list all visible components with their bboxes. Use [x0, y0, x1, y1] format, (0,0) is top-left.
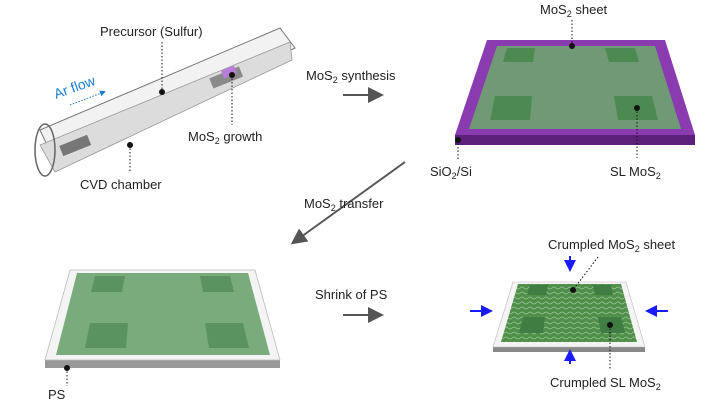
sio2-si-label: SiO2/Si: [430, 164, 472, 181]
transfer-arrow: [290, 161, 406, 245]
shrunk-ps-substrate: [492, 281, 646, 352]
sio2-si-substrate: [455, 40, 695, 145]
sheet-dot: [569, 43, 575, 49]
growth-dot: [229, 72, 235, 78]
crumpled-sheet-label: Crumpled MoS2 sheet: [548, 237, 676, 254]
boat-precursor: [59, 134, 92, 157]
transfer-label: MoS2 transfer: [304, 196, 384, 213]
ps-substrate: [44, 269, 281, 368]
precursor-label: Precursor (Sulfur): [100, 24, 203, 39]
sl-mos2-domain: [200, 276, 234, 292]
mos2-growth-label: MoS2 growth: [188, 129, 262, 146]
ps-label: PS: [48, 387, 66, 402]
crumpled-sl-domain: [593, 285, 613, 295]
sl-mos2-domain: [91, 276, 125, 292]
mos2-sheet-label: MoS2 sheet: [540, 2, 608, 19]
crumpled-sl-label: Crumpled SL MoS2: [550, 375, 661, 392]
crumpled-sheet-dot: [570, 287, 576, 293]
chamber-dot: [127, 142, 133, 148]
cvd-chamber-tube: [34, 27, 296, 177]
sl-mos2-domain: [503, 48, 535, 62]
crumpled-mos2-sheet: [501, 284, 637, 342]
sl-mos2-domain: [490, 96, 532, 120]
ar-flow-arrow: [69, 90, 106, 106]
crumpled-sl-domain: [519, 317, 545, 333]
cvd-chamber-label: CVD chamber: [80, 177, 162, 192]
sl-mos2-domain: [85, 323, 128, 348]
sl-mos2-domain: [605, 48, 639, 62]
sl-mos2-domain: [205, 323, 249, 348]
precursor-dot: [159, 89, 165, 95]
crumpled-sl-domain: [527, 285, 548, 295]
mos2-growth-substrate: [221, 65, 237, 79]
sl-mos2-label: SL MoS2: [610, 164, 661, 181]
shrink-label: Shrink of PS: [315, 287, 388, 302]
synthesis-label: MoS2 synthesis: [306, 68, 396, 85]
